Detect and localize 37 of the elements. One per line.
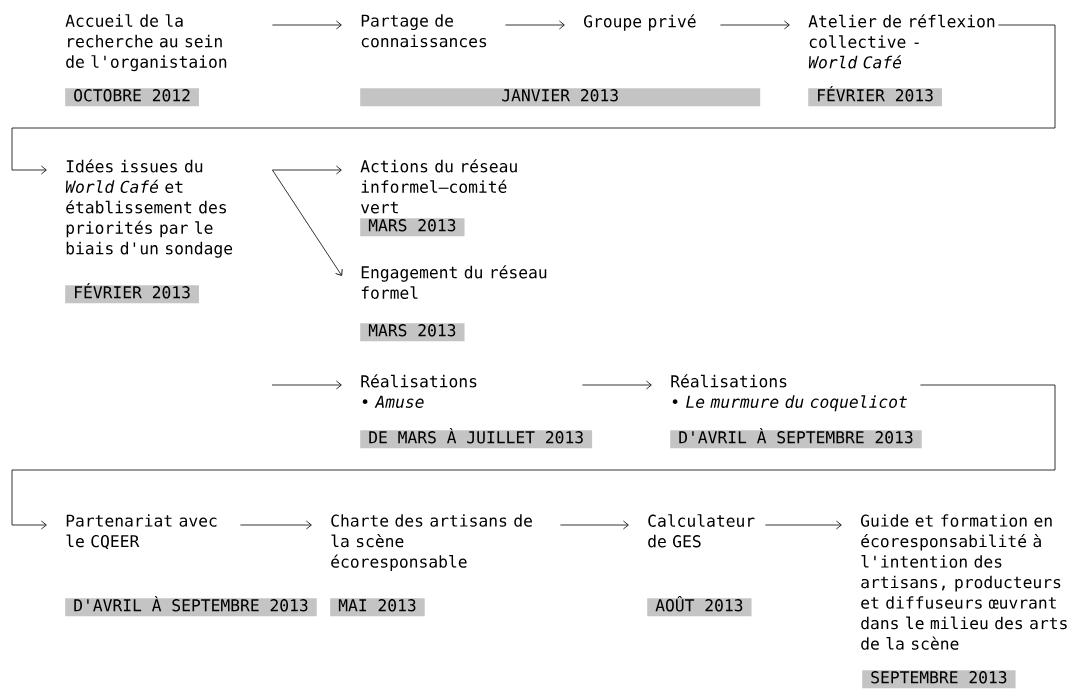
arrow (765, 520, 842, 530)
date-band: D'AVRIL À SEPTEMBRE 2013 (65, 596, 317, 617)
arrow (272, 20, 342, 30)
step-text: Actions du réseau informel–comité vert (360, 159, 517, 214)
arrow (272, 169, 343, 276)
step-text: Réalisations • Amuse (361, 374, 477, 408)
step-text: Partage de connaissances (361, 14, 487, 48)
step-text: Idées issues du World Café et établissement des priorités par le biais d'un sondage (65, 159, 233, 258)
date-band: MARS 2013 (360, 218, 465, 237)
arrow (560, 520, 629, 530)
step-text: Accueil de la recherche au sein de l'organistaion (65, 14, 227, 72)
arrow (720, 20, 790, 30)
step-text: Partenariat avec le CQEER (66, 514, 217, 550)
step-text: Atelier de réflexion collective - World Café (808, 14, 995, 69)
date-band: MAI 2013 (330, 598, 425, 617)
date-band: AOÛT 2013 (647, 596, 752, 617)
arrow (11, 24, 1056, 175)
step-text: Engagement du réseau formel (361, 265, 547, 299)
step-text: Groupe privé (584, 14, 696, 31)
arrow (272, 165, 342, 175)
arrow (240, 520, 312, 530)
date-band: SEPTEMBRE 2013 (862, 670, 1016, 689)
date-band: OCTOBRE 2012 (65, 88, 199, 107)
arrow (505, 20, 565, 30)
arrow (582, 380, 652, 390)
step-text: Calculateur de GES (648, 514, 755, 548)
arrow (11, 384, 1056, 530)
date-band: FÉVRIER 2013 (808, 86, 942, 107)
date-band: FÉVRIER 2013 (65, 283, 199, 304)
step-text: Guide et formation en écoresponsabilité à l'intention des artisans, producteurs et diffuseurs œuvrant dans le milieu des arts de la scène (861, 514, 1067, 650)
date-band: MARS 2013 (360, 323, 465, 342)
step-text: Réalisations • Le murmure du coquelicot (671, 374, 907, 412)
date-band: JANVIER 2013 (360, 88, 761, 107)
date-band: DE MARS À JUILLET 2013 (360, 428, 593, 449)
step-text: Charte des artisans de la scène écoresponsable (331, 514, 532, 571)
date-band: D'AVRIL À SEPTEMBRE 2013 (670, 428, 922, 449)
arrow (271, 380, 342, 390)
